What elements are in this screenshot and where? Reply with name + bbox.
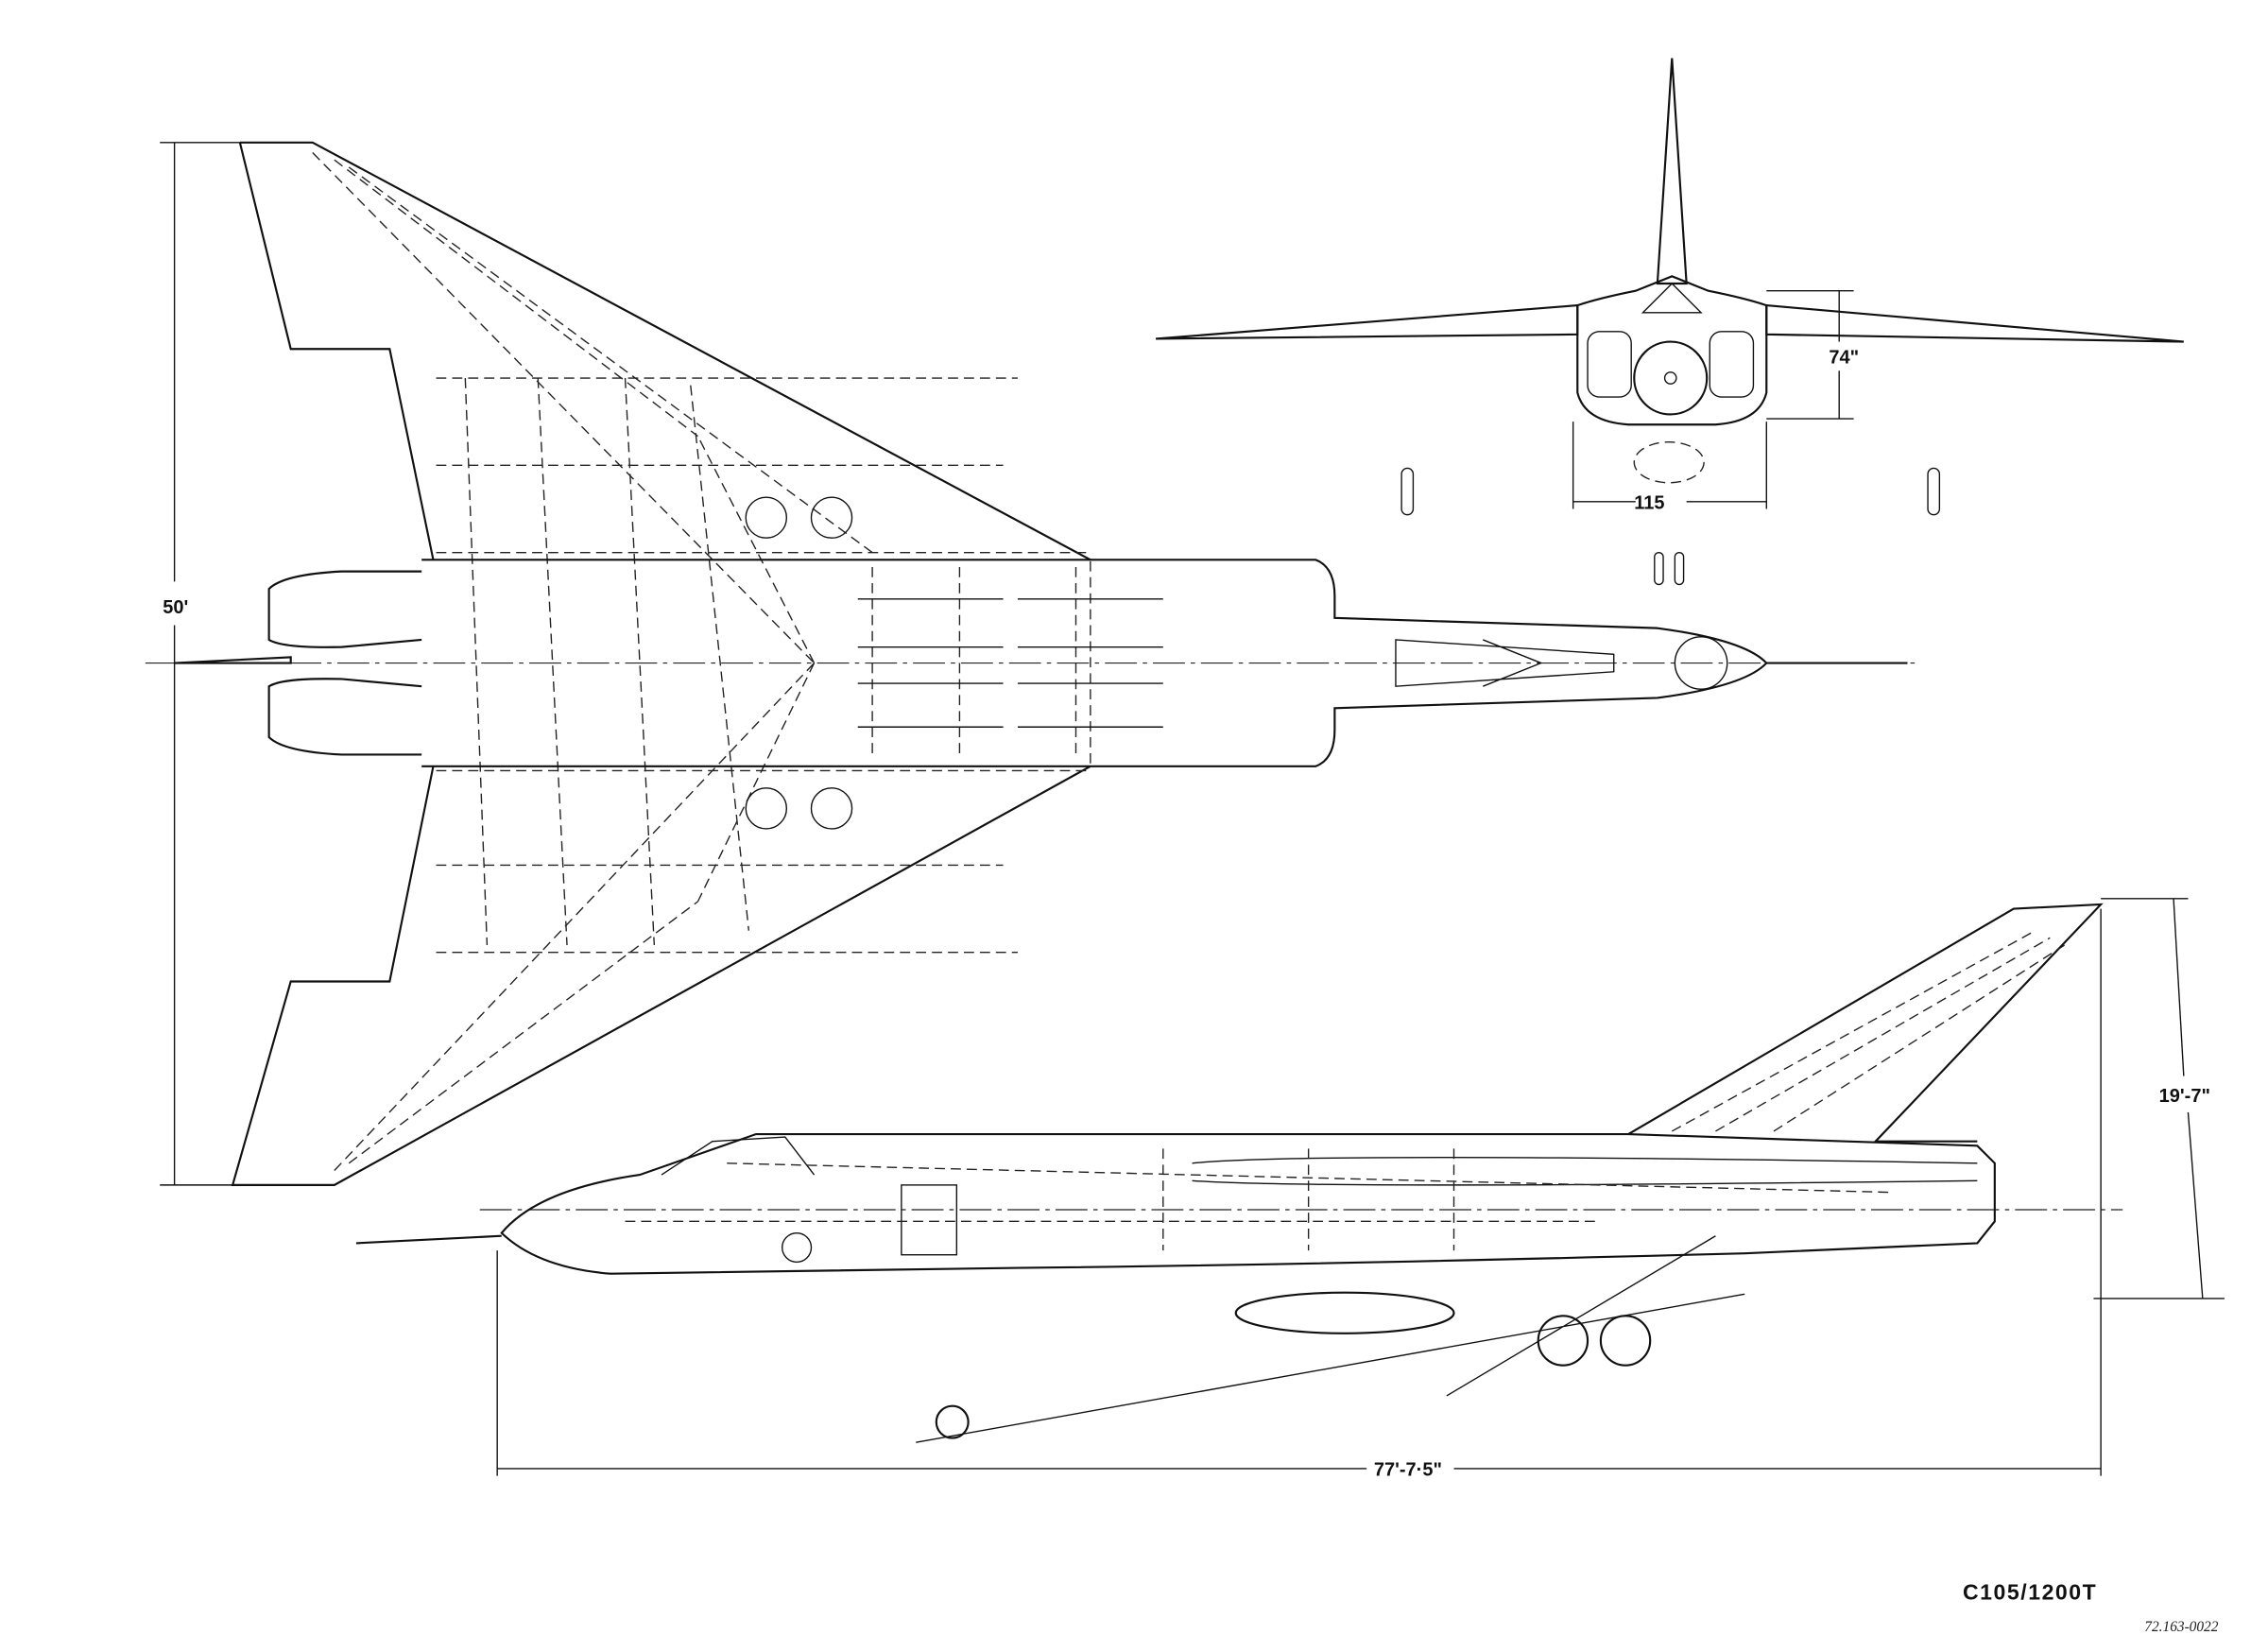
upper-wing-outline <box>238 141 1091 561</box>
lower-wing-outline <box>231 765 1091 1186</box>
front-view: 74" 115 <box>1156 58 2184 586</box>
front-gear <box>1400 467 1941 586</box>
front-tank <box>1633 441 1705 484</box>
plan-radome <box>1674 636 1728 690</box>
side-drop-tank <box>1234 1291 1455 1334</box>
wing-structure-dashes <box>312 152 1091 1171</box>
plan-missiles <box>857 598 1163 728</box>
side-main-gear <box>1537 1315 1652 1367</box>
front-intake <box>1633 340 1709 416</box>
side-height-label: 19'-7" <box>2159 1086 2210 1107</box>
drawing-reference-number: 72.163-0022 <box>2144 1619 2218 1635</box>
front-canopy <box>1641 283 1703 314</box>
front-fuselage <box>1576 275 1768 426</box>
side-nose-gear <box>782 1231 813 1264</box>
side-ground-lines <box>916 1235 1745 1443</box>
drawing-designation: C105/1200T <box>1963 1579 2097 1604</box>
front-width-dimension: 115 <box>1572 422 1767 513</box>
front-fin <box>1656 58 1688 285</box>
plan-view: 50' <box>145 141 1919 1186</box>
plan-main-gear <box>745 496 853 830</box>
side-height-dimension: 19'-7" <box>2093 898 2225 1299</box>
span-label: 50' <box>163 597 188 618</box>
span-dimension: 50' <box>160 142 240 1186</box>
front-wings <box>1156 303 2184 343</box>
front-width-label: 115 <box>1634 492 1664 513</box>
plan-canopy <box>1395 639 1615 687</box>
side-canopy <box>661 1136 816 1176</box>
side-fin <box>1627 903 2104 1143</box>
side-nose-gear-retracted <box>935 1404 970 1439</box>
front-height-dimension: 74" <box>1766 290 1859 420</box>
plan-engine-nacelles <box>174 570 422 756</box>
side-view: 77'-7·5" 19'-7" <box>355 898 2225 1481</box>
side-intake-duct <box>1192 1156 1978 1186</box>
side-bay <box>901 1184 958 1256</box>
side-fuselage <box>500 1132 1996 1275</box>
length-label: 77'-7·5" <box>1374 1460 1442 1481</box>
front-right-intake <box>1709 331 1755 398</box>
side-nose-probe <box>355 1234 502 1245</box>
front-left-intake <box>1587 331 1632 398</box>
length-dimension: 77'-7·5" <box>496 908 2102 1481</box>
front-height-label: 74" <box>1829 348 1859 369</box>
